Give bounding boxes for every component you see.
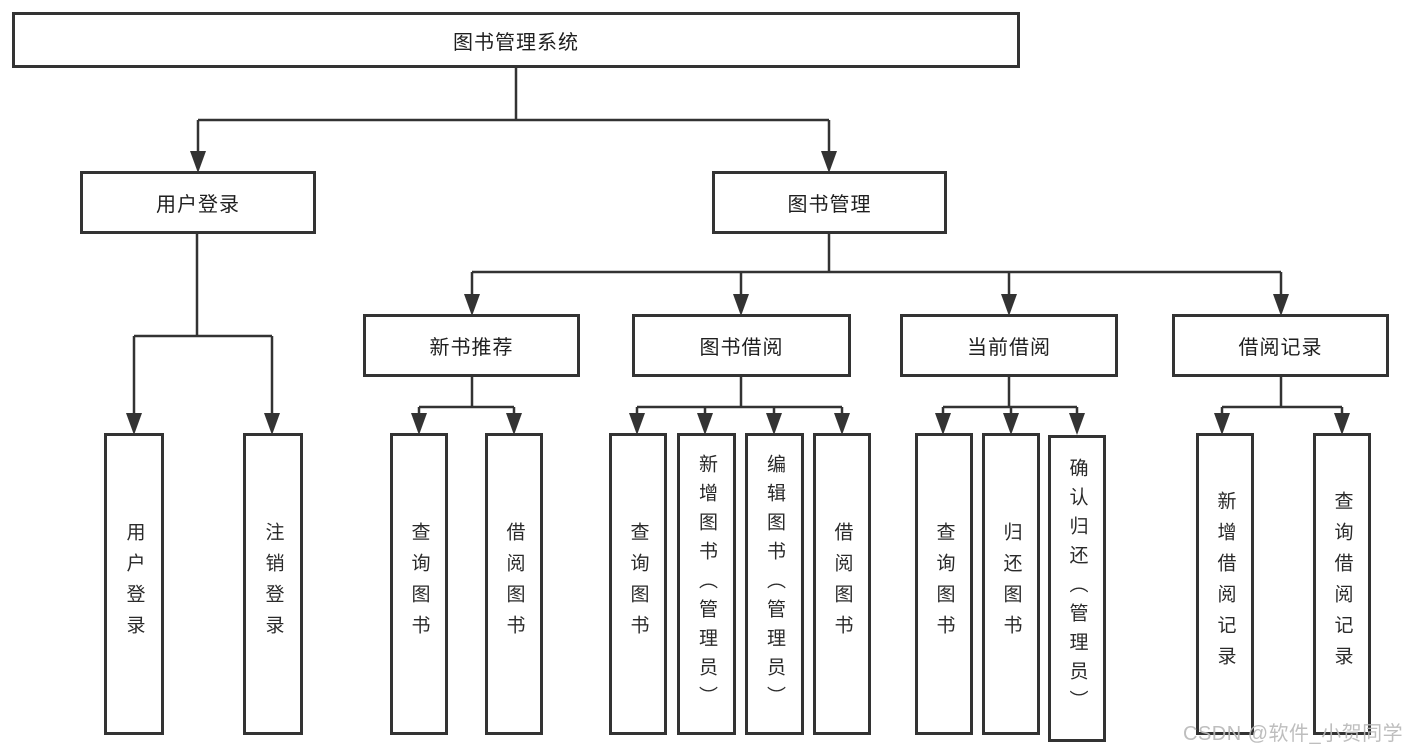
leaf-logout-label: 注销登录 (262, 522, 284, 646)
leaf-nbr-borrow-books: 借阅图书 (485, 433, 543, 735)
leaf-bb-edit-books-admin-label: 编辑图书（管理员） (764, 453, 785, 715)
leaf-bb-edit-books-admin: 编辑图书（管理员） (745, 433, 804, 735)
leaf-bb-add-books-admin-label: 新增图书（管理员） (696, 453, 717, 715)
leaf-bb-query-books-label: 查询图书 (627, 522, 649, 646)
leaf-nbr-borrow-books-label: 借阅图书 (503, 522, 525, 646)
csdn-watermark: CSDN @软件_小贺同学 (1183, 723, 1404, 745)
node-borrowing-records: 借阅记录 (1172, 314, 1389, 377)
leaf-bb-query-books: 查询图书 (609, 433, 667, 735)
leaf-bb-borrow-books: 借阅图书 (813, 433, 871, 735)
node-new-book-recommendation: 新书推荐 (363, 314, 580, 377)
node-book-management: 图书管理 (712, 171, 947, 234)
leaf-cb-return-books-label: 归还图书 (1000, 522, 1022, 646)
leaf-bb-add-books-admin: 新增图书（管理员） (677, 433, 736, 735)
leaf-bb-borrow-books-label: 借阅图书 (831, 522, 853, 646)
leaf-nbr-query-books: 查询图书 (390, 433, 448, 735)
leaf-user-login-label: 用户登录 (123, 522, 145, 646)
leaf-user-login: 用户登录 (104, 433, 164, 735)
leaf-nbr-query-books-label: 查询图书 (408, 522, 430, 646)
leaf-logout: 注销登录 (243, 433, 303, 735)
leaf-br-add-record: 新增借阅记录 (1196, 433, 1254, 735)
leaf-cb-query-books-label: 查询图书 (933, 522, 955, 646)
leaf-cb-confirm-return-admin-label: 确认归还（管理员） (1066, 458, 1088, 719)
leaf-br-add-record-label: 新增借阅记录 (1214, 491, 1236, 677)
leaf-br-query-record: 查询借阅记录 (1313, 433, 1371, 735)
node-root-system: 图书管理系统 (12, 12, 1020, 68)
leaf-cb-confirm-return-admin: 确认归还（管理员） (1048, 435, 1106, 742)
leaf-br-query-record-label: 查询借阅记录 (1331, 491, 1353, 677)
node-book-borrowing: 图书借阅 (632, 314, 851, 377)
leaf-cb-query-books: 查询图书 (915, 433, 973, 735)
node-user-login: 用户登录 (80, 171, 316, 234)
leaf-cb-return-books: 归还图书 (982, 433, 1040, 735)
node-current-borrowing: 当前借阅 (900, 314, 1118, 377)
